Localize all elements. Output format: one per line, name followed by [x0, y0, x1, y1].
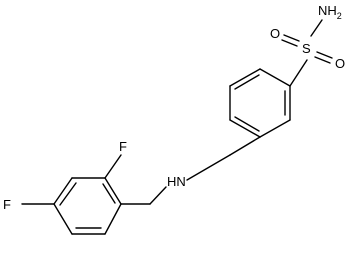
nh2-subscript: 2	[337, 11, 342, 21]
sulfonamide-group: S O O NH2	[270, 3, 345, 87]
bond	[259, 119, 291, 138]
nh2-atom-label: NH2	[318, 3, 342, 21]
bond	[259, 68, 291, 87]
bond	[53, 203, 73, 235]
double-bond-sulfur-oxygen-bottom	[314, 56, 331, 64]
amine-atom-label: HN	[167, 174, 186, 189]
bond	[104, 177, 122, 205]
bond	[149, 186, 167, 205]
bond	[186, 154, 231, 181]
double-bond-inner	[234, 74, 260, 90]
bond-carbon-fluorine	[104, 154, 122, 179]
bond-ring-sulfur	[289, 59, 308, 87]
bond	[229, 68, 261, 87]
oxygen-atom-label: O	[270, 26, 280, 41]
nh2-label: NH	[318, 3, 337, 18]
bond	[229, 119, 261, 138]
bond-sulfur-nitrogen	[310, 19, 323, 37]
double-bond-sulfur-oxygen-top	[281, 39, 298, 47]
double-bond-sulfur-oxygen-top	[283, 34, 300, 42]
bond	[229, 136, 261, 156]
fluorine-atom-label: F	[3, 197, 11, 212]
double-bond-inner	[59, 182, 77, 206]
sulfonyl-benzene-ring	[229, 68, 291, 138]
oxygen-atom-label: O	[335, 56, 345, 71]
double-bond-inner	[234, 116, 260, 132]
fluorine-atom-label: F	[119, 139, 127, 154]
bond	[53, 177, 73, 205]
bond	[104, 203, 122, 235]
sulfur-atom-label: S	[302, 41, 311, 56]
difluorophenyl-ring: F F	[3, 139, 127, 235]
double-bond-inner	[102, 183, 116, 204]
aminomethyl-linker: HN	[120, 136, 261, 205]
double-bond-sulfur-oxygen-bottom	[316, 51, 333, 59]
